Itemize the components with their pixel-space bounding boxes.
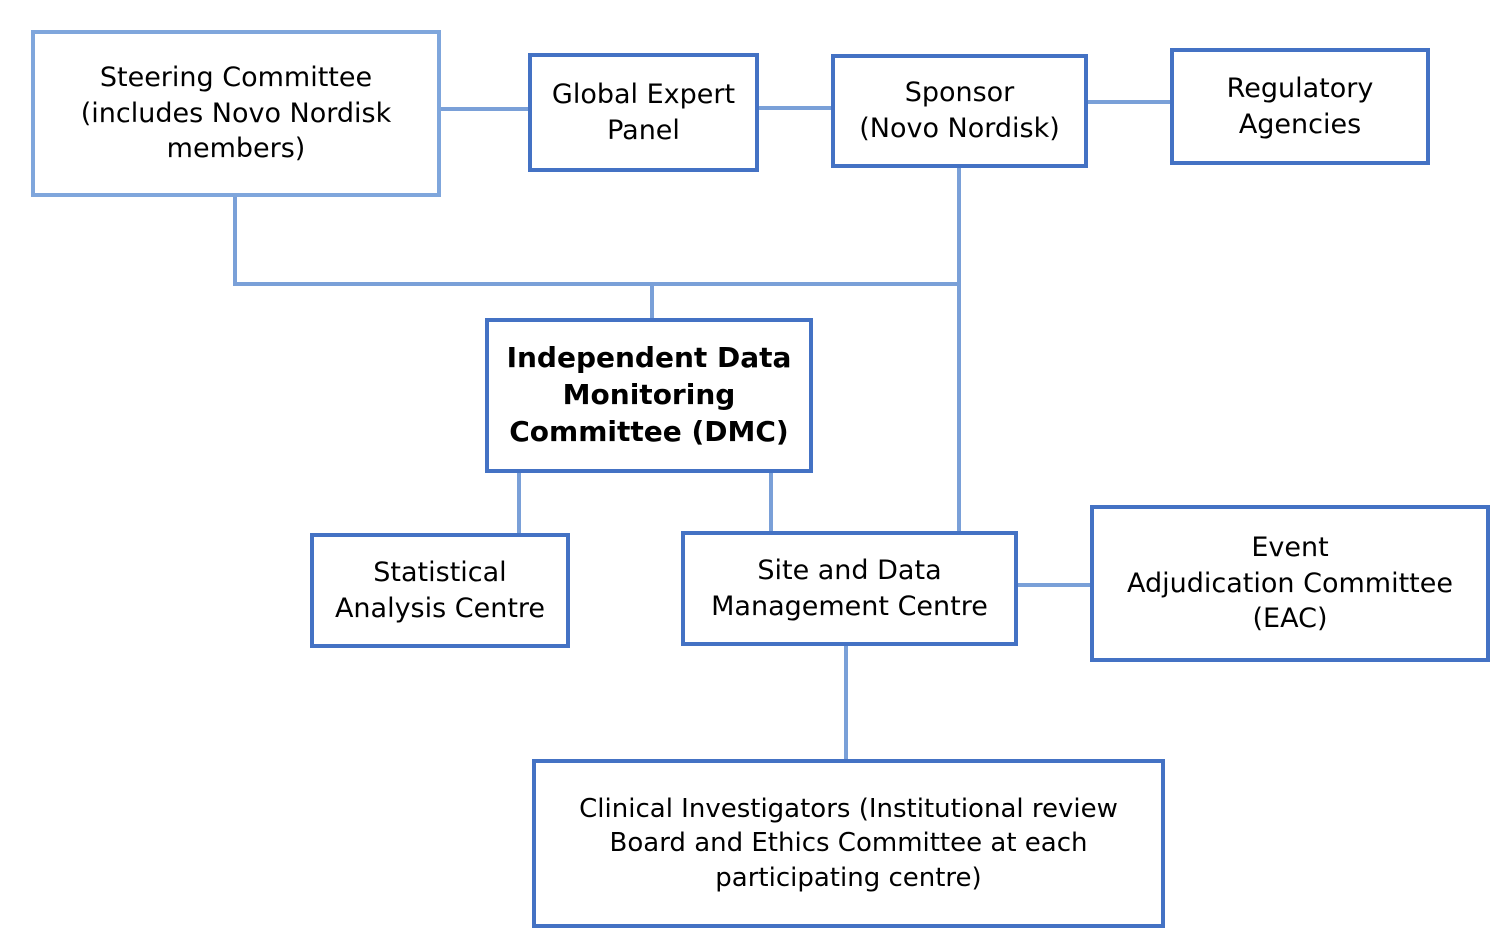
connector-main-horizontal: [233, 282, 961, 286]
node-site-and-data-management-centre: Site and Data Management Centre: [681, 531, 1018, 646]
connector-dmc-to-statistical: [517, 473, 521, 533]
node-event-adjudication-committee: Event Adjudication Committee (EAC): [1090, 505, 1490, 662]
node-statistical-analysis-centre-label: Statistical Analysis Centre: [334, 556, 546, 624]
node-clinical-investigators: Clinical Investigators (Institutional re…: [532, 759, 1165, 928]
node-dmc-label: Independent Data Monitoring Committee (D…: [506, 341, 792, 448]
node-regulatory-agencies: Regulatory Agencies: [1170, 48, 1430, 165]
connector-steering-to-expert-panel: [441, 107, 528, 111]
connector-steering-down: [233, 197, 237, 286]
node-site-and-data-management-centre-label: Site and Data Management Centre: [711, 554, 988, 622]
node-steering-committee: Steering Committee (includes Novo Nordis…: [31, 30, 441, 197]
node-regulatory-agencies-label: Regulatory Agencies: [1226, 72, 1374, 140]
connector-down-to-dmc: [650, 286, 654, 318]
connector-sponsor-down: [957, 168, 961, 531]
node-steering-committee-label: Steering Committee (includes Novo Nordis…: [80, 62, 392, 165]
connector-site-data-to-clinical: [844, 646, 848, 759]
connector-site-data-to-eac: [1018, 583, 1090, 587]
node-global-expert-panel-label: Global Expert Panel: [551, 78, 736, 146]
node-global-expert-panel: Global Expert Panel: [528, 53, 759, 172]
node-sponsor-label: Sponsor (Novo Nordisk): [859, 77, 1060, 144]
node-sponsor: Sponsor (Novo Nordisk): [831, 54, 1088, 168]
connector-expert-panel-to-sponsor: [759, 106, 831, 110]
node-clinical-investigators-label: Clinical Investigators (Institutional re…: [579, 794, 1118, 893]
node-statistical-analysis-centre: Statistical Analysis Centre: [310, 533, 570, 648]
connector-sponsor-to-regulatory: [1088, 100, 1170, 104]
node-independent-data-monitoring-committee: Independent Data Monitoring Committee (D…: [485, 318, 813, 473]
node-eac-label: Event Adjudication Committee (EAC): [1127, 532, 1453, 635]
connector-dmc-to-site-data: [769, 473, 773, 531]
